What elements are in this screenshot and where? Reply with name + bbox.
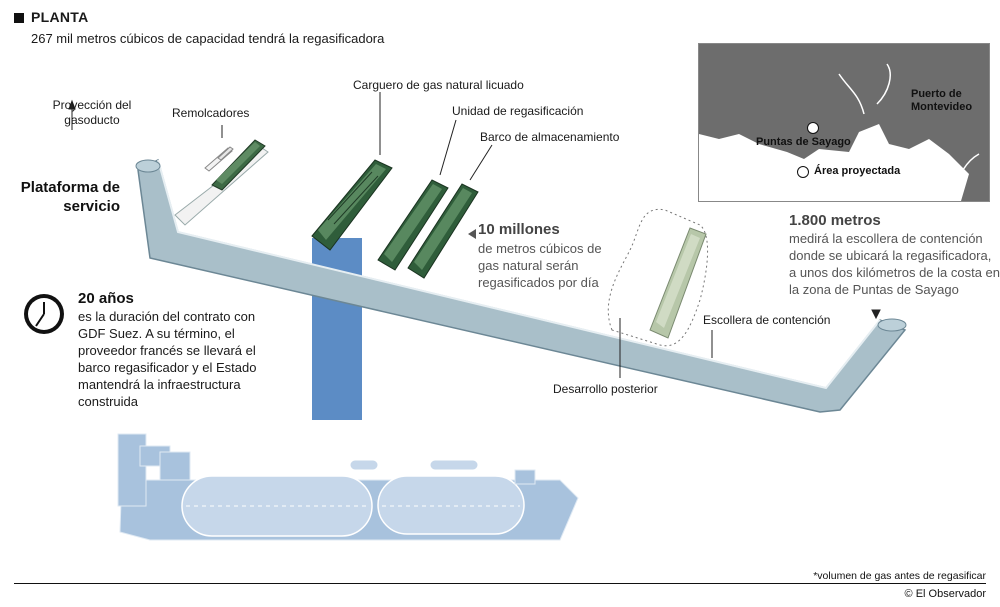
escollera-label: Escollera de contención — [703, 313, 831, 327]
storage-ship — [407, 183, 479, 279]
header-marker — [14, 13, 24, 23]
page-subtitle: 267 mil metros cúbicos de capacidad tend… — [31, 31, 385, 46]
lng-carrier-ship — [311, 159, 393, 251]
breakwater-edge — [157, 159, 881, 390]
carguero-label: Carguero de gas natural licuado — [353, 78, 524, 92]
map-land — [699, 44, 989, 201]
map-area-label: Área proyectada — [814, 165, 901, 177]
unidad-label: Unidad de regasificación — [452, 104, 584, 118]
map-puntas-label: Puntas de Sayago — [756, 136, 851, 148]
area-marker-icon — [797, 166, 809, 178]
barco-label: Barco de almacenamiento — [480, 130, 620, 144]
future-development — [607, 208, 708, 347]
leader-lines — [68, 92, 881, 378]
desarrollo-label: Desarrollo posterior — [553, 382, 658, 396]
specs-marker — [649, 432, 658, 441]
page-title: PLANTA — [31, 9, 89, 25]
millones-title: 10 millones — [478, 221, 560, 238]
footnote: *volumen de gas antes de regasificar — [813, 570, 986, 582]
puntas-marker-icon — [807, 122, 819, 134]
millones-arrow-icon — [467, 226, 477, 239]
tugboats — [204, 139, 266, 191]
metros-title: 1.800 metros — [789, 212, 881, 229]
credit: © El Observador — [904, 588, 986, 600]
ship-section-view — [117, 433, 579, 541]
remolcadores-label: Remolcadores — [172, 106, 250, 120]
footer-divider — [14, 583, 986, 584]
specs-title: Carguero de gas natural licuado — [665, 428, 872, 443]
clock-icon — [24, 294, 64, 334]
specs-header: Carguero de gas natural licuado — [645, 428, 965, 448]
anios-title: 20 años — [78, 290, 134, 307]
regasification-unit — [377, 179, 449, 271]
platform-end — [135, 159, 161, 173]
breakwater-end — [877, 318, 907, 332]
